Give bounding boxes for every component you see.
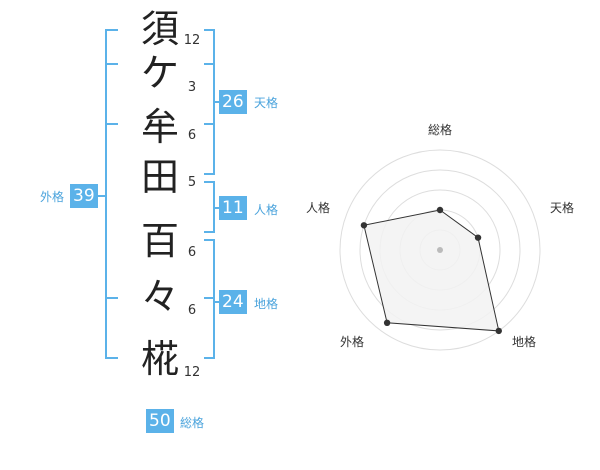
stroke-count-6: 6 (187, 303, 197, 318)
chikaku-badge: 24 (219, 290, 247, 314)
radar-center-dot (437, 247, 443, 253)
soukaku-label: 総格 (180, 416, 205, 430)
radar-point (383, 319, 391, 327)
stroke-count-2: 3 (187, 80, 197, 95)
radar-axis-label-jinkaku: 人格 (306, 200, 330, 215)
radar-polygon (363, 209, 500, 332)
name-char-3: 牟 (140, 105, 179, 149)
jinkaku-label: 人格 (254, 203, 279, 217)
radar-point (495, 327, 502, 335)
name-char-1: 須 (140, 7, 179, 51)
radar-point (360, 222, 368, 229)
name-char-7: 椛 (140, 337, 179, 381)
radar-ring (339, 149, 541, 351)
name-char-6: 々 (140, 275, 179, 319)
stroke-count-5: 6 (187, 245, 197, 260)
gaikaku-badge: 39 (70, 184, 98, 208)
tenkaku-badge: 26 (219, 90, 247, 114)
gaikaku-bracket (105, 29, 118, 359)
gaikaku-label: 外格 (40, 190, 65, 204)
radar-axis-label-tenkaku: 天格 (550, 200, 574, 215)
radar-points (360, 206, 502, 335)
name-char-4: 田 (140, 155, 179, 199)
name-char-5: 百 (140, 219, 179, 263)
stroke-count-7: 12 (183, 365, 201, 380)
radar-axis-label-gaikaku: 外格 (340, 334, 364, 349)
chikaku-label: 地格 (254, 297, 279, 311)
stroke-count-3: 6 (187, 128, 197, 143)
stroke-count-4: 5 (187, 175, 197, 190)
radar-ring (359, 169, 521, 331)
tenkaku-label: 天格 (254, 96, 279, 110)
name-char-2: ケ (140, 51, 179, 95)
radar-point (436, 206, 444, 214)
radar-axis-label-chikaku: 地格 (512, 334, 536, 349)
jinkaku-badge: 11 (219, 196, 247, 220)
radar-axis-label-soukaku: 総格 (428, 122, 452, 137)
soukaku-badge: 50 (146, 409, 174, 433)
radar-point (474, 234, 482, 241)
stroke-count-1: 12 (183, 33, 201, 48)
